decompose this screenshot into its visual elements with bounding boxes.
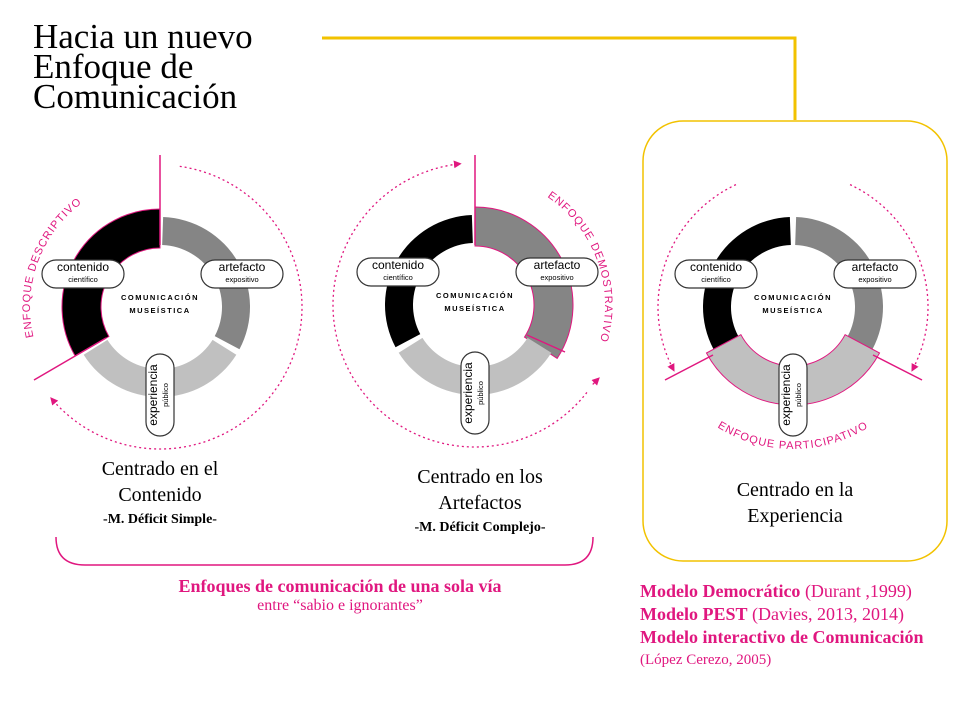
center-label: COMUNICACIÓN <box>121 293 199 302</box>
center-label: MUSEÍSTICA <box>129 306 190 315</box>
one-way-note-text: entre “sabio e ignorantes” <box>257 597 423 614</box>
experiencia-sublabel: público <box>476 381 485 405</box>
dotted-arrow-arc <box>657 184 737 372</box>
artefacto-pill <box>200 259 284 289</box>
center-label: COMUNICACIÓN <box>754 293 832 302</box>
one-way-note: Enfoques de comunicación de una sola vía… <box>0 576 680 615</box>
experiencia-pill <box>145 353 175 437</box>
segment-contenido <box>703 217 791 350</box>
caption-line: Artefactos <box>438 492 522 514</box>
artefacto-sublabel: expositivo <box>225 275 258 284</box>
artefacto-label: artefacto <box>219 260 266 274</box>
model-ref: (López Cerezo, 2005) <box>640 652 772 668</box>
experiencia-pill <box>778 353 808 437</box>
dotted-arrow-arc <box>50 165 303 450</box>
artefacto-label: artefacto <box>852 260 899 274</box>
segment-artefacto <box>474 206 574 360</box>
segment-contenido <box>385 215 473 348</box>
slide-title: Hacia un nuevo Enfoque de Comunicación <box>33 17 253 116</box>
segment-artefacto <box>162 217 250 350</box>
model-item: Modelo interactivo de Comunicación <box>640 626 923 649</box>
caption-line: Centrado en la <box>736 479 854 501</box>
experiencia-label: experiencia <box>146 364 160 426</box>
contenido-pill <box>356 257 440 287</box>
contenido-pill <box>41 259 125 289</box>
one-way-note-bold: Enfoques de comunicación de una sola vía <box>178 576 502 596</box>
arrow-head <box>591 377 600 386</box>
model-name: Modelo PEST <box>640 604 748 624</box>
caption-line: Contenido <box>118 484 202 506</box>
caption-line: Centrado en los <box>417 466 543 488</box>
title-line: Enfoque de <box>33 47 194 86</box>
experiencia-pill <box>460 351 490 435</box>
pointer-line <box>33 337 107 381</box>
pointer-line <box>872 354 923 381</box>
segment-experiencia <box>398 337 552 396</box>
center-label: MUSEÍSTICA <box>444 304 505 313</box>
artefacto-sublabel: expositivo <box>540 273 573 282</box>
contenido-sublabel: científico <box>701 275 731 284</box>
dotted-arrow-arc <box>332 160 588 448</box>
model-ref: (Durant ,1999) <box>804 581 912 601</box>
center-label: COMUNICACIÓN <box>436 291 514 300</box>
bracket <box>55 536 594 566</box>
title-line: Comunicación <box>33 77 238 116</box>
caption-line: Centrado en el <box>101 458 219 480</box>
caption-artefactos: Centrado en los Artefactos -M. Déficit C… <box>380 464 580 536</box>
caption-contenido: Centrado en el Contenido -M. Déficit Sim… <box>60 456 260 528</box>
caption-experiencia: Centrado en la Experiencia <box>695 477 895 529</box>
model-ref: (Davies, 2013, 2014) <box>752 604 904 624</box>
models-list: Modelo Democrático (Durant ,1999) Modelo… <box>640 580 923 672</box>
pointer-line <box>526 334 566 353</box>
experiencia-label: experiencia <box>779 364 793 426</box>
artefacto-pill <box>515 257 599 287</box>
model-name: Modelo interactivo de Comunicación <box>640 627 924 647</box>
caption-line: Experiencia <box>747 505 843 527</box>
contenido-sublabel: científico <box>383 273 413 282</box>
model-item: Modelo Democrático (Durant ,1999) <box>640 580 923 603</box>
segment-artefacto <box>795 217 883 350</box>
title-line: Hacia un nuevo <box>33 17 253 56</box>
contenido-pill <box>674 259 758 289</box>
model-item: Modelo PEST (Davies, 2013, 2014) <box>640 603 923 626</box>
experiencia-sublabel: público <box>161 383 170 407</box>
pointer-line <box>664 354 714 381</box>
center-label: MUSEÍSTICA <box>762 306 823 315</box>
experiencia-label: experiencia <box>461 362 475 424</box>
connector-line <box>322 36 797 120</box>
model-name: Modelo Democrático <box>640 581 801 601</box>
caption-subtitle: -M. Déficit Complejo- <box>414 520 546 535</box>
segment-experiencia <box>83 339 237 398</box>
highlight-box <box>642 120 948 562</box>
experiencia-sublabel: público <box>794 383 803 407</box>
segment-contenido <box>61 208 161 357</box>
caption-subtitle: -M. Déficit Simple- <box>103 512 217 527</box>
artefacto-sublabel: expositivo <box>858 275 891 284</box>
contenido-label: contenido <box>57 260 109 274</box>
artefacto-pill <box>833 259 917 289</box>
contenido-label: contenido <box>690 260 742 274</box>
contenido-sublabel: científico <box>68 275 98 284</box>
contenido-label: contenido <box>372 258 424 272</box>
dotted-arrow-arc <box>849 184 929 372</box>
artefacto-label: artefacto <box>534 258 581 272</box>
